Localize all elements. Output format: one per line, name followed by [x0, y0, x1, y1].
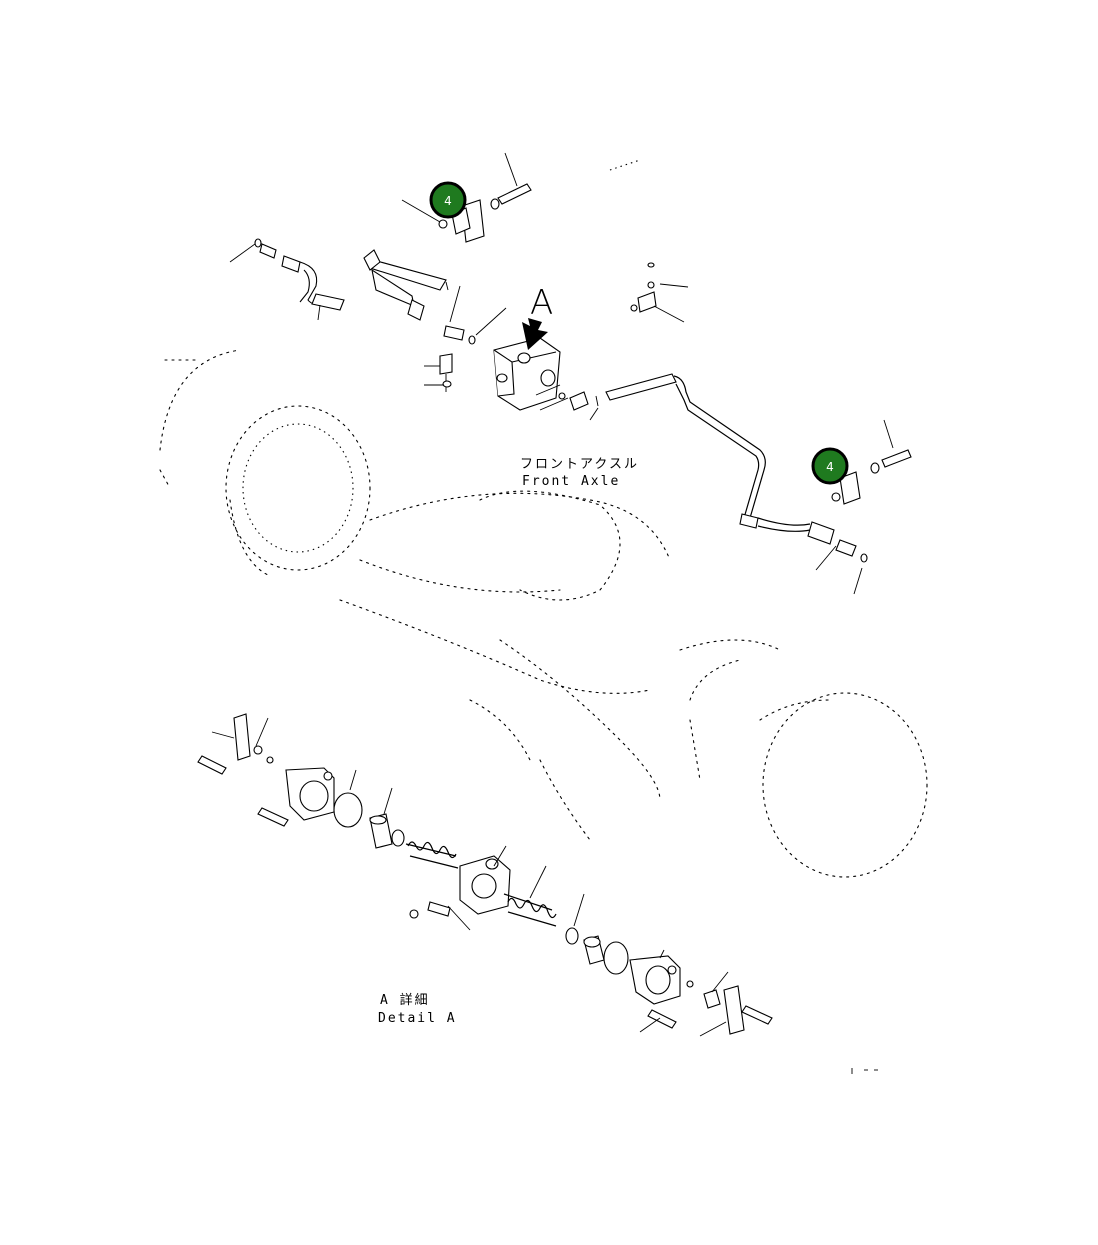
- upper-bracket-assembly: [401, 152, 532, 243]
- detail-a-english-label: Detail A: [378, 1011, 457, 1026]
- right-pipe: [605, 373, 868, 595]
- axle-outline: [159, 159, 928, 878]
- front-axle-english-label: Front Axle: [522, 474, 620, 489]
- upper-right-fittings: [630, 262, 689, 323]
- callout-marker-upper[interactable]: 4: [429, 181, 467, 219]
- center-tube: [363, 249, 507, 345]
- detail-a-exploded: [197, 713, 773, 1037]
- front-axle-japanese-label: フロントアクスル: [520, 457, 639, 472]
- view-arrow: [522, 318, 548, 350]
- detail-a-japanese-label: A 詳細: [380, 992, 430, 1008]
- valve-block: [424, 337, 599, 421]
- callout-marker-right[interactable]: 4: [811, 447, 849, 485]
- left-hose-assembly: [229, 238, 345, 321]
- callout-marker-upper-number: 4: [444, 194, 452, 208]
- callout-marker-right-number: 4: [826, 460, 834, 474]
- view-label: A: [530, 283, 553, 323]
- right-bracket-assembly: [831, 419, 912, 505]
